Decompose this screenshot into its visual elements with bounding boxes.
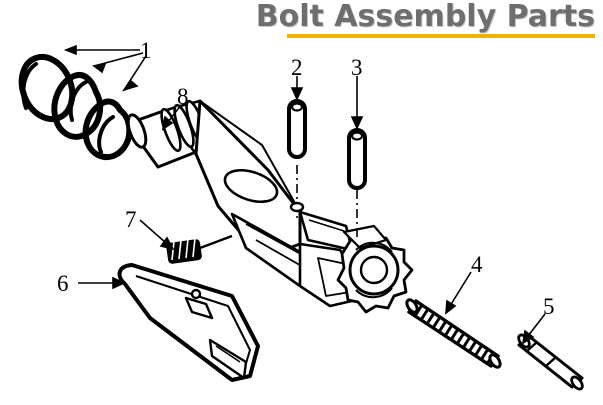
- callout-number-2: 2: [291, 55, 303, 80]
- extractor-pin-group: [517, 333, 584, 391]
- title-underline: [287, 34, 595, 38]
- page-title-block: Bolt Assembly Parts: [256, 2, 595, 38]
- callout-number-8: 8: [177, 84, 189, 109]
- callout-number-7: 7: [125, 207, 137, 232]
- bolt-head-group: [336, 224, 414, 314]
- gas-rings-group: [18, 53, 133, 161]
- pin-2-hole: [289, 201, 305, 213]
- ejector-spring-body: [166, 239, 202, 264]
- extractor-spring-group: [405, 298, 502, 369]
- ejector-spring-group: [166, 234, 233, 264]
- extractor-group: [117, 263, 260, 382]
- pin-3-body: [347, 128, 367, 190]
- pin-3-group: [347, 128, 367, 238]
- callout-number-6: 6: [57, 271, 69, 296]
- callout-5-leader: [521, 313, 546, 345]
- callout-number-5: 5: [543, 294, 555, 319]
- callout-8-leader: [161, 104, 182, 131]
- callout-2-leader: [290, 76, 304, 101]
- ejector-spring-stem: [199, 234, 233, 250]
- spring-coils: [407, 300, 496, 365]
- page-title: Bolt Assembly Parts: [255, 0, 595, 34]
- callout-7-leader: [139, 219, 175, 251]
- ejector-spring-coil-lines: [171, 237, 196, 261]
- callout-4-leader: [445, 271, 472, 315]
- pin-2-body: [287, 99, 307, 159]
- callout-number-1: 1: [140, 38, 152, 63]
- gas-ring-2: [51, 72, 104, 140]
- callout-number-4: 4: [471, 252, 483, 277]
- callout-3-leader: [350, 76, 364, 130]
- callout-1-leaders: [63, 44, 147, 92]
- pin-2-group: [287, 99, 307, 218]
- callout-6-leader: [78, 276, 126, 290]
- gas-ring-3: [82, 98, 133, 161]
- callout-number-3: 3: [351, 55, 363, 80]
